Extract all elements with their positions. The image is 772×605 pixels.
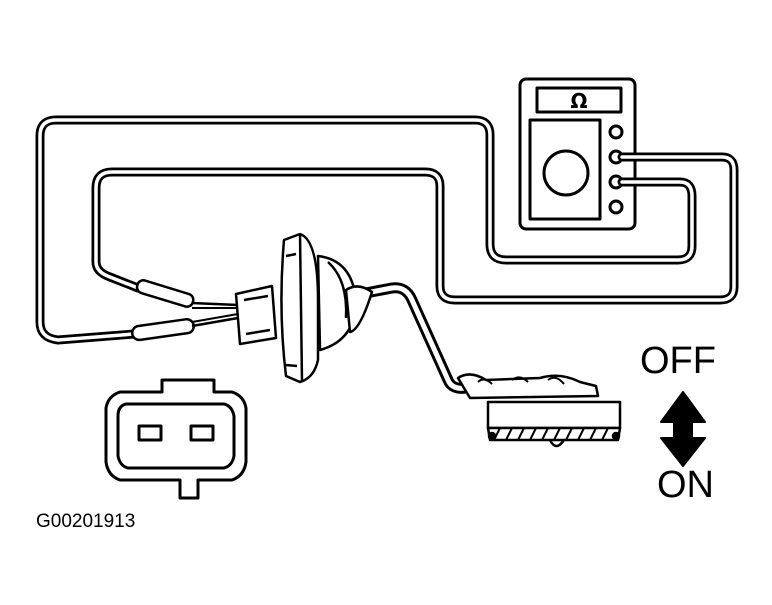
float-body [486, 400, 622, 430]
up-down-arrow-icon [660, 391, 706, 467]
probe-tip-upper [135, 279, 195, 308]
connector-terminal-1 [137, 424, 163, 442]
jack-4 [608, 199, 624, 215]
figure-code: G00201913 [36, 511, 136, 532]
off-label: OFF [640, 340, 716, 382]
connector-inner-shell [116, 402, 236, 470]
sender-flange [280, 232, 320, 384]
float-sender-unit [234, 232, 622, 448]
ohmmeter-face [528, 118, 602, 221]
ohm-symbol: Ω [570, 89, 587, 113]
sender-connector [234, 284, 278, 346]
test-lead-outer [91, 152, 739, 309]
contact-plate [456, 373, 600, 400]
sender-pivot [344, 285, 374, 334]
connector-face [104, 378, 248, 500]
on-label: ON [657, 464, 714, 506]
connector-terminal-2 [189, 424, 215, 442]
jack-1 [608, 124, 624, 140]
connector-housing [104, 378, 248, 500]
ohmmeter: Ω [518, 77, 637, 231]
test-lead-inner [35, 115, 697, 345]
probe-tip-lower [130, 317, 195, 342]
ohmmeter-dial [542, 149, 590, 197]
ohmmeter-display [535, 86, 623, 114]
